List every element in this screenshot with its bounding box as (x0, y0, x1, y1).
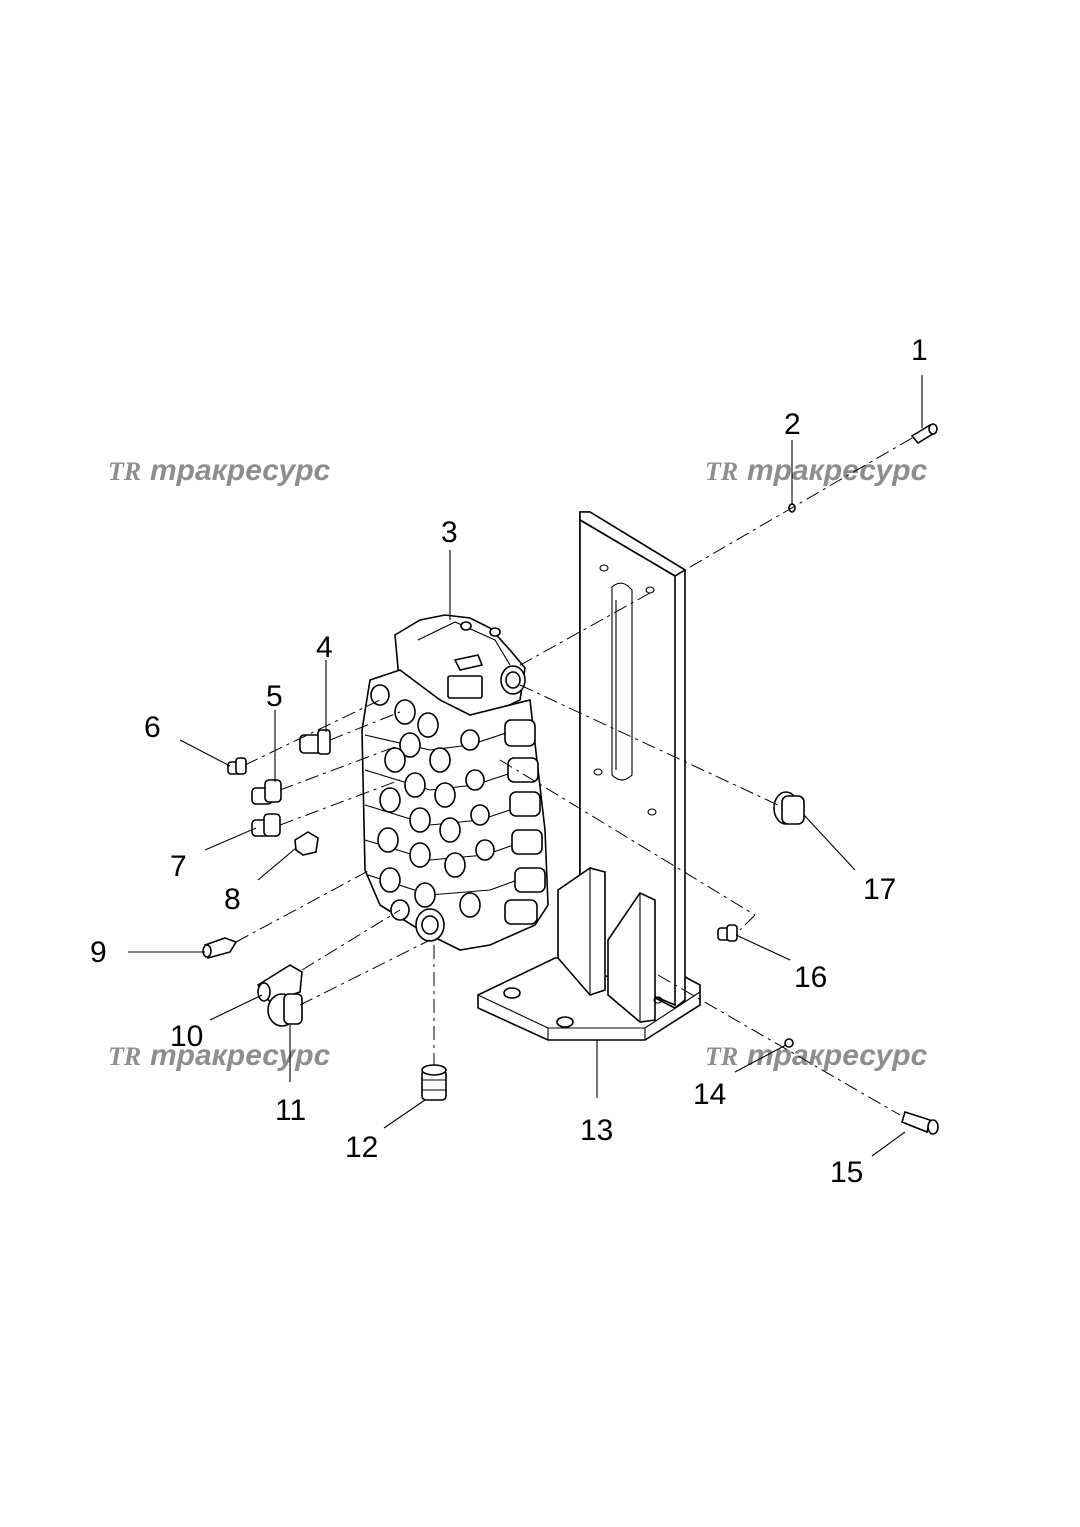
part-6-plug (227, 757, 247, 775)
part-4-fitting (299, 729, 331, 755)
callout-11: 11 (275, 1094, 306, 1127)
part-1-bolt (910, 423, 938, 445)
callout-6: 6 (144, 711, 161, 744)
part-11-adapter (267, 993, 303, 1027)
part-9-nipple (202, 937, 238, 959)
callout-3: 3 (441, 516, 458, 549)
watermark-logo: TR (705, 1042, 738, 1071)
mounting-bracket (477, 511, 701, 1041)
part-16-plug (717, 924, 738, 942)
watermark-top-right: TR тракресурс (705, 454, 928, 487)
callout-8: 8 (224, 883, 241, 916)
callout-12: 12 (345, 1131, 378, 1164)
watermark-top-left: TR тракресурс (108, 454, 331, 487)
leader-lines (128, 375, 923, 1157)
part-8-plug (294, 831, 319, 856)
assembly-lines (235, 437, 913, 1116)
callout-14: 14 (693, 1078, 726, 1111)
part-10-adapter (256, 964, 303, 1003)
part-15-bolt (901, 1110, 939, 1135)
part-14-washer (784, 1038, 794, 1048)
watermark-text: тракресурс (747, 454, 928, 487)
control-valve-block (361, 614, 549, 951)
callout-10: 10 (170, 1020, 203, 1053)
watermark-logo: TR (705, 457, 738, 486)
watermark-text: тракресурс (747, 1039, 928, 1072)
watermark-text: тракресурс (150, 454, 331, 487)
part-17-fitting (773, 791, 805, 825)
callout-labels: 1 2 3 4 5 6 7 8 9 10 11 12 13 14 15 16 1… (90, 334, 928, 1189)
callout-16: 16 (794, 961, 827, 994)
part-12-fitting (421, 1064, 447, 1101)
callout-17: 17 (863, 873, 896, 906)
callout-5: 5 (266, 680, 283, 713)
watermark-bottom-right: TR тракресурс (705, 1039, 928, 1072)
watermark-text: тракресурс (150, 1039, 331, 1072)
watermark-bottom-left: TR тракресурс (108, 1039, 331, 1072)
callout-9: 9 (90, 936, 107, 969)
callout-4: 4 (316, 631, 333, 664)
callout-13: 13 (580, 1114, 613, 1147)
watermark-logo: TR (108, 1042, 141, 1071)
watermark-logo: TR (108, 457, 141, 486)
part-5-fitting (251, 779, 282, 805)
callout-7: 7 (170, 850, 187, 883)
valve-sections (364, 684, 546, 942)
part-7-fitting (251, 813, 281, 837)
callout-1: 1 (911, 334, 928, 367)
callout-15: 15 (830, 1156, 863, 1189)
callout-2: 2 (784, 408, 801, 441)
